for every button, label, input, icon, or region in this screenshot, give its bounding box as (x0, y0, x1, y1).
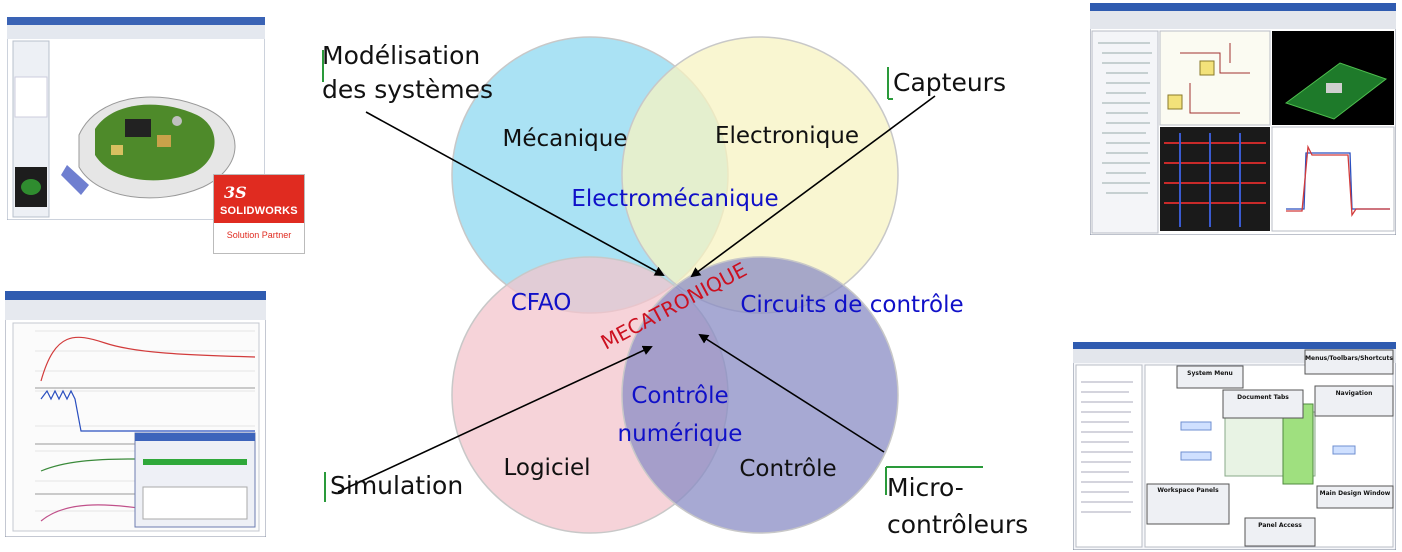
cad-3d-board-screenshot (7, 17, 265, 220)
callout-system-menu: System Menu (1187, 370, 1233, 377)
simulation-plots-image (5, 291, 266, 537)
callout-workspace-panels: Workspace Panels (1157, 487, 1219, 494)
arrow-modelisation (365, 111, 665, 276)
solidworks-partner-badge: 3S SOLIDWORKS Solution Partner (213, 174, 305, 254)
badge-subtitle: Solution Partner (226, 230, 292, 240)
altium-ui-overview-screenshot: Menus/Toolbars/Shortcuts System Menu Doc… (1073, 342, 1396, 550)
label-controle-numerique-line2: numérique (618, 421, 743, 447)
label-electronique: Electronique (715, 123, 859, 149)
callout-panel-access: Panel Access (1258, 522, 1302, 529)
callout-simulation: Simulation (330, 471, 463, 500)
callout-microcontroleurs-line2: contrôleurs (887, 510, 1028, 539)
cad-3d-board-image (7, 17, 265, 220)
arrow-simulation (337, 345, 653, 493)
bracket-microcontroleurs (885, 466, 983, 495)
callout-main-design-window: Main Design Window (1320, 490, 1391, 497)
label-controle-numerique-line1: Contrôle (631, 383, 728, 409)
label-mecanique: Mécanique (502, 126, 627, 152)
pcb-design-tool-screenshot (1090, 3, 1396, 235)
callout-navigation: Navigation (1336, 390, 1373, 397)
callout-modelisation-line1: Modélisation (322, 41, 480, 70)
bracket-capteurs (887, 67, 893, 100)
pcb-design-tool-image (1090, 3, 1396, 235)
label-logiciel: Logiciel (503, 455, 590, 481)
callout-modelisation-line2: des systèmes (322, 75, 493, 104)
label-circuits-de-controle: Circuits de contrôle (740, 292, 963, 318)
label-cfao: CFAO (511, 290, 572, 316)
label-controle: Contrôle (739, 456, 836, 482)
badge-brand: SOLIDWORKS (220, 205, 298, 217)
callout-menus-toolbars: Menus/Toolbars/Shortcuts (1305, 355, 1393, 362)
callout-document-tabs: Document Tabs (1237, 394, 1289, 401)
altium-ui-overview-image: Menus/Toolbars/Shortcuts System Menu Doc… (1073, 342, 1396, 550)
callout-microcontroleurs-line1: Micro- (887, 473, 964, 502)
arrow-capteurs (690, 95, 936, 278)
circle-controle (621, 256, 899, 534)
dassault-logo-icon: 3S (224, 183, 247, 202)
callout-capteurs: Capteurs (893, 68, 1006, 97)
simulation-plots-screenshot (5, 291, 266, 537)
arrow-microcontroleurs (698, 333, 885, 453)
label-electromecanique: Electromécanique (571, 186, 778, 212)
